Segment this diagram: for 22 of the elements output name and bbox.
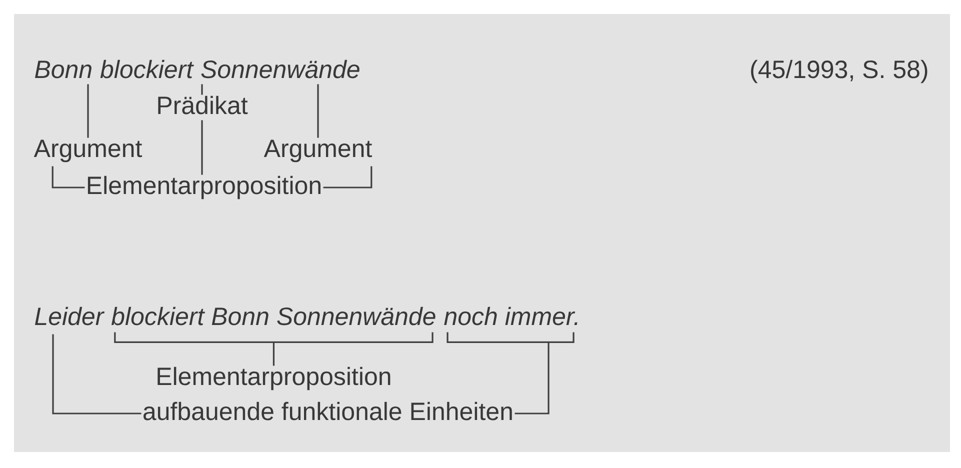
term-label: Prädikat bbox=[158, 96, 248, 114]
term-label: Argument bbox=[264, 140, 372, 162]
bracket-line bbox=[52, 166, 85, 188]
term-label: aufbauende funktionale Einheiten bbox=[144, 402, 512, 420]
sentence-word: Sonnenwände bbox=[201, 60, 360, 78]
connector-line bbox=[201, 84, 203, 95]
source-citation: (45/1993, S. 58) bbox=[751, 60, 928, 84]
bracket-line bbox=[446, 331, 574, 414]
bracket-line bbox=[52, 334, 142, 414]
connector-line bbox=[317, 84, 319, 138]
sentence-word: noch immer. bbox=[444, 306, 578, 326]
sentence-word: Leider bbox=[34, 306, 105, 326]
term-label: Elementarproposition bbox=[88, 176, 320, 200]
sentence-word: blockiert Bonn Sonnenwände bbox=[111, 306, 436, 326]
term-label: Argument bbox=[34, 140, 142, 162]
connector-line bbox=[87, 84, 89, 138]
sentence-word: blockiert bbox=[100, 60, 194, 78]
bracket-line bbox=[114, 331, 434, 367]
sentence-word: Bonn bbox=[34, 60, 92, 78]
term-label: Elementarproposition bbox=[158, 366, 390, 390]
bracket-line bbox=[323, 166, 372, 188]
connector-line bbox=[201, 120, 203, 175]
